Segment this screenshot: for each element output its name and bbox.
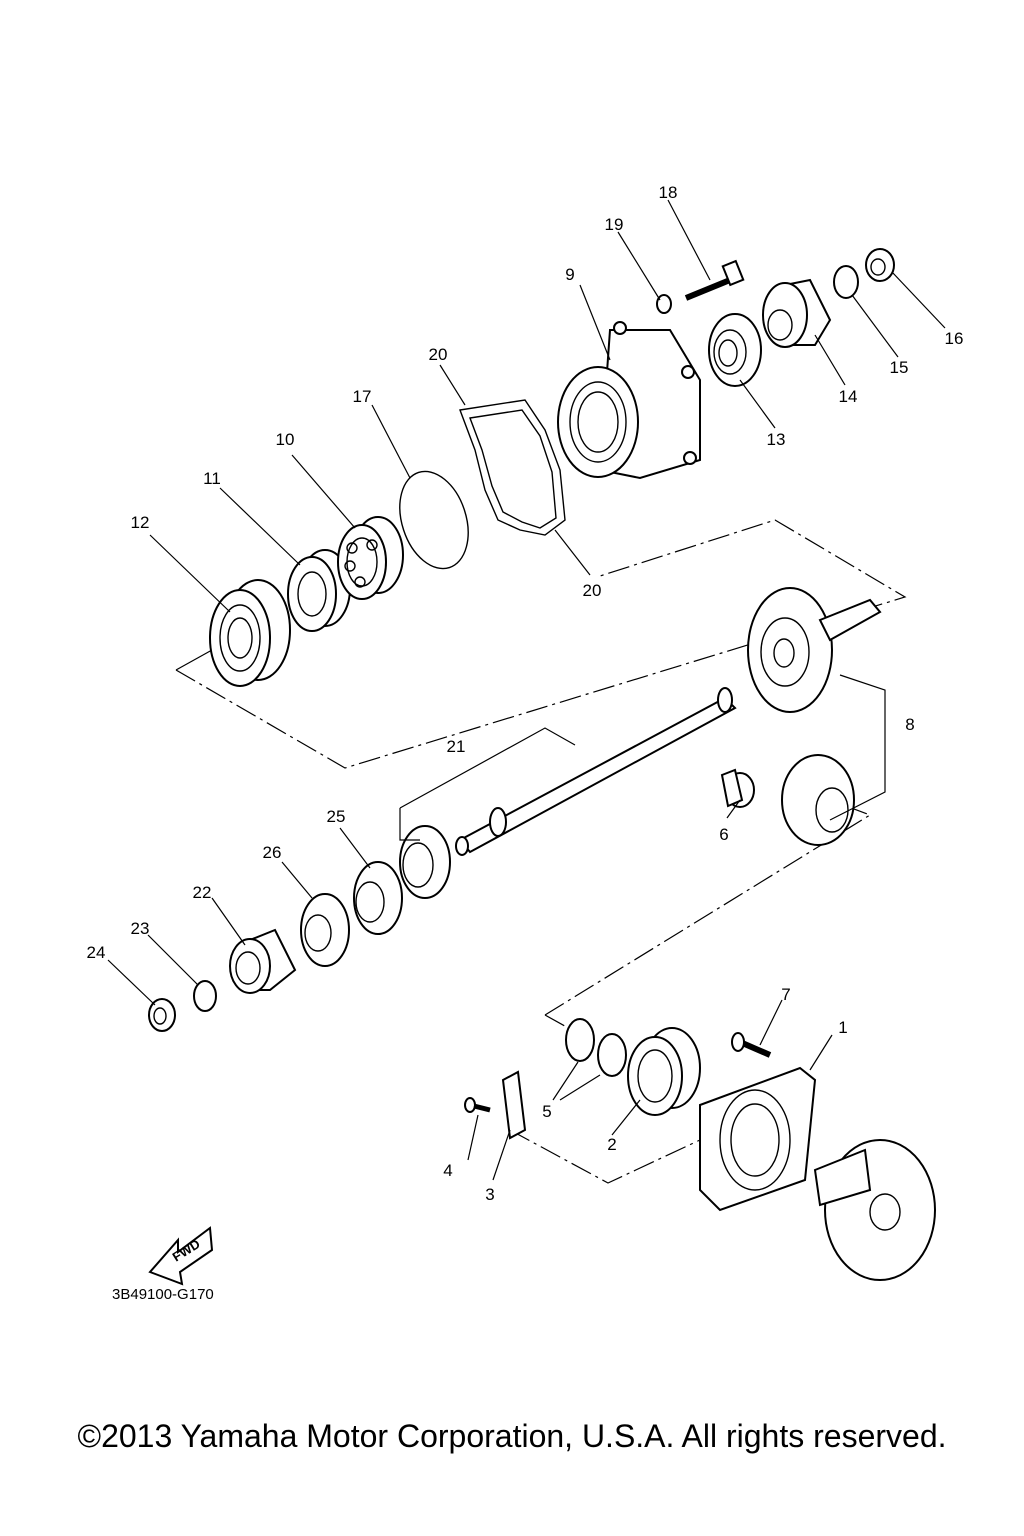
label-2: 2	[607, 1135, 616, 1154]
label-6: 6	[719, 825, 728, 844]
label-4: 4	[443, 1161, 452, 1180]
copyright-notice: ©2013 Yamaha Motor Corporation, U.S.A. A…	[77, 1418, 947, 1454]
washer-19	[656, 294, 672, 314]
seal-26	[300, 893, 350, 967]
gasket-20	[459, 399, 566, 536]
label-3: 3	[485, 1185, 494, 1204]
housing-9	[557, 321, 701, 480]
group-8-bracket	[829, 674, 886, 821]
exploded-parts-diagram: 1 2 3 4 5 6 7 8 9 10 11 12 13 14 15 16 1…	[87, 183, 964, 1303]
label-9: 9	[565, 265, 574, 284]
label-12: 12	[131, 513, 150, 532]
nut-6	[720, 768, 755, 808]
label-24: 24	[87, 943, 106, 962]
driven-gear	[813, 1139, 936, 1281]
bolt-7	[731, 1032, 772, 1058]
leader-lines	[107, 199, 946, 1181]
label-21: 21	[447, 737, 466, 756]
gasket-20-inner	[469, 409, 557, 529]
part-labels: 1 2 3 4 5 6 7 8 9 10 11 12 13 14 15 16 1…	[87, 183, 964, 1204]
upper-group-bracket	[175, 519, 907, 769]
label-14: 14	[839, 387, 858, 406]
bearing-22	[229, 928, 297, 994]
label-19: 19	[605, 215, 624, 234]
ball-bearing-2	[627, 1027, 701, 1116]
lower-group-bracket-3	[509, 1129, 701, 1184]
bevel-gear-8	[747, 587, 882, 713]
label-11: 11	[203, 469, 221, 488]
bearing-14	[762, 278, 832, 348]
label-20b: 20	[583, 581, 602, 600]
nut-24	[148, 998, 176, 1032]
label-20a: 20	[429, 345, 448, 364]
label-13: 13	[767, 430, 786, 449]
shim-5a	[565, 1018, 595, 1062]
label-5: 5	[542, 1102, 551, 1121]
nut-16	[865, 248, 895, 282]
label-22: 22	[193, 883, 212, 902]
washer-23	[193, 980, 217, 1012]
washer-15	[833, 265, 859, 299]
shim-5b	[597, 1033, 627, 1077]
label-25: 25	[327, 807, 346, 826]
bearing-25	[399, 825, 451, 899]
label-1: 1	[838, 1018, 847, 1037]
label-15: 15	[890, 358, 909, 377]
diagram-ref-code: 3B49100-G170	[112, 1286, 214, 1303]
pinion-gear-8	[781, 754, 855, 846]
plate-3	[501, 1070, 527, 1140]
label-16: 16	[945, 329, 964, 348]
o-ring-17	[399, 470, 469, 570]
collar-26-spline	[353, 861, 403, 935]
label-10: 10	[276, 430, 295, 449]
label-17: 17	[353, 387, 372, 406]
cover-1	[699, 1066, 817, 1212]
label-23: 23	[131, 919, 150, 938]
shaft-21	[455, 687, 737, 856]
label-18: 18	[659, 183, 678, 202]
bearing-12	[209, 579, 291, 687]
label-8: 8	[905, 715, 914, 734]
screw-4	[464, 1097, 491, 1113]
label-7: 7	[781, 985, 790, 1004]
fwd-arrow-icon: FWD	[148, 1226, 214, 1286]
bearing-13	[708, 313, 762, 387]
label-26: 26	[263, 843, 282, 862]
ball-bearing-10	[337, 516, 404, 600]
bolt-18	[684, 259, 745, 301]
